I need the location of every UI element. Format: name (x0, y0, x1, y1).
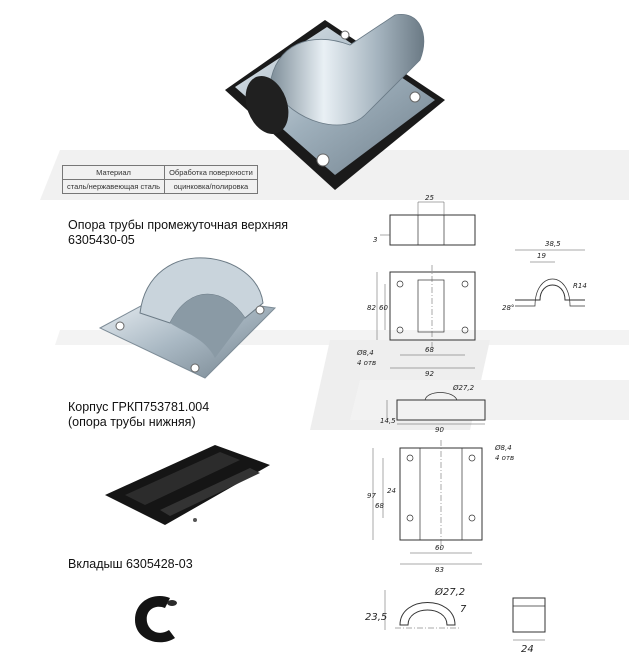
dim2-plan-w-outer: 83 (435, 566, 444, 574)
dim-plan-w-inner: 68 (425, 346, 434, 354)
dim2-bore: Ø27,2 (452, 384, 475, 392)
table-cell-material: сталь/нержавеющая сталь (61, 179, 166, 194)
dim3-bore: Ø27,2 (434, 586, 465, 598)
dim2-side-height: 14,5 (380, 417, 396, 425)
caption-lower-housing-subtitle: (опора трубы нижняя) (68, 415, 196, 429)
dim-hole-count: 4 отв (357, 359, 376, 367)
lower-pipe-support-photo (98, 257, 277, 379)
table-cell-finish: оцинковка/полировка (164, 179, 258, 194)
caption-lower-housing: Корпус ГРКП753781.004 (опора трубы нижня… (68, 400, 209, 430)
black-insert-photo (105, 445, 270, 525)
drawing3-front-view: 23,5 Ø27,2 7 (365, 586, 467, 630)
caption-insert: Вкладыш 6305428-03 (68, 557, 193, 571)
caption-upper-support-code: 6305430-05 (68, 233, 135, 247)
drawing-lower-housing: 14,5 Ø27,2 90 Ø8,4 4 отв 97 68 24 60 83 (367, 384, 514, 574)
dim-plan-h-inner: 60 (379, 304, 388, 312)
dim2-hole-count: 4 отв (495, 454, 514, 462)
drawing-insert: 23,5 Ø27,2 7 24 (365, 586, 546, 655)
dim-profile-height: 19 (537, 252, 546, 260)
upper-pipe-support-photo (225, 14, 445, 190)
dim2-slot: 24 (387, 487, 396, 495)
dim2-hole-diameter: Ø8,4 (494, 444, 512, 452)
caption-lower-housing-title: Корпус ГРКП753781.004 (68, 400, 210, 414)
dim-radius: R14 (573, 282, 587, 290)
drawing-upper-support: 25 3 82 60 Ø8,4 4 отв 68 92 38,5 19 R14 … (356, 194, 587, 378)
dim2-width: 90 (435, 426, 444, 434)
material-table: Материал Обработка поверхности сталь/нер… (61, 165, 258, 194)
drawing2-plan-view: Ø8,4 4 отв 97 68 24 60 83 (367, 440, 514, 574)
drawing1-side-view: 25 3 (373, 194, 476, 246)
dim3-thickness: 7 (460, 604, 467, 615)
drawing3-side-view: 24 (512, 597, 546, 655)
dim2-plan-w-inner: 60 (435, 544, 444, 552)
dim-profile-side: 28° (502, 304, 514, 312)
dim-profile-width: 38,5 (545, 240, 561, 248)
ring-insert-photo (135, 596, 177, 643)
dim-plan-h-outer: 82 (367, 304, 376, 312)
dim-plan-w-outer: 92 (425, 370, 434, 378)
dim2-plan-h-outer: 97 (367, 492, 376, 500)
dim-top-width: 25 (425, 194, 434, 202)
dim2-plan-h-inner: 68 (375, 502, 384, 510)
drawing1-profile-view: 38,5 19 R14 28° (502, 240, 587, 312)
dim-side-height: 3 (373, 236, 377, 244)
table-header-material: Материал (61, 165, 166, 180)
caption-upper-support: Опора трубы промежуточная верхняя 630543… (68, 218, 288, 248)
dim-hole-diameter: Ø8,4 (356, 349, 374, 357)
caption-upper-support-title: Опора трубы промежуточная верхняя (68, 218, 289, 232)
dim3-width: 24 (521, 644, 534, 655)
drawing1-plan-view: 82 60 Ø8,4 4 отв 68 92 (356, 265, 476, 378)
drawing2-side-view: 14,5 Ø27,2 90 (380, 384, 486, 434)
table-header-finish: Обработка поверхности (164, 165, 258, 180)
dim3-height: 23,5 (365, 612, 387, 623)
